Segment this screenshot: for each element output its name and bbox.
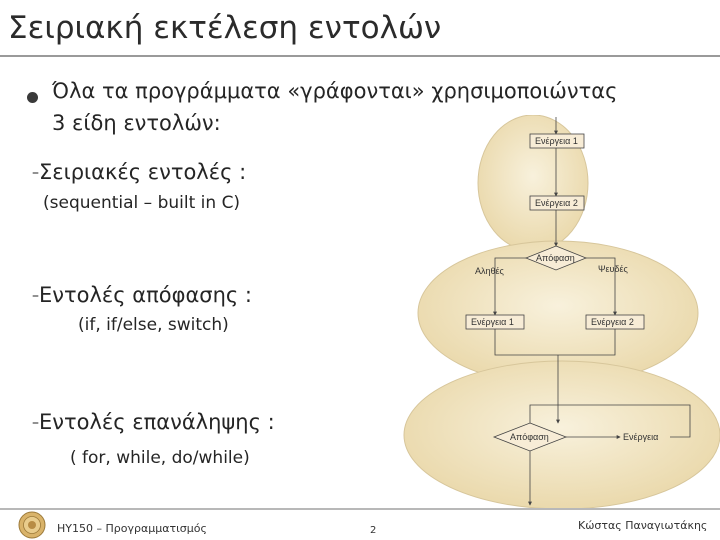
- bullet-text-line1: Όλα τα προγράμματα «γράφονται» χρησιμοπο…: [52, 79, 618, 103]
- dash-icon: –: [32, 288, 39, 304]
- footer-divider: [0, 508, 720, 510]
- subitem-label: Σειριακές εντολές :: [39, 160, 247, 184]
- flow-merge-line: [494, 329, 616, 356]
- selection-action2-label: Ενέργεια 2: [591, 317, 634, 327]
- subitem-sequential: –Σειριακές εντολές :: [32, 160, 246, 184]
- dash-icon: –: [32, 415, 39, 431]
- sequence-action2-box: [529, 195, 585, 211]
- flow-loop-entry: [529, 404, 558, 423]
- subitem-detail: ( for, while, do/while): [70, 448, 250, 468]
- flow-arrow: [586, 257, 617, 316]
- title-divider: [0, 55, 720, 57]
- sequence-action1-label: Ενέργεια 1: [535, 136, 578, 146]
- subitem-label: Εντολές απόφασης :: [39, 283, 252, 307]
- bullet-icon: [27, 92, 38, 103]
- selection-true-label: Αληθές: [475, 266, 505, 276]
- university-seal-icon: [18, 511, 46, 539]
- subitem-detail: (sequential – built in C): [43, 193, 241, 213]
- sequence-action1-box: [529, 133, 585, 149]
- subitem-detail: (if, if/else, switch): [78, 315, 229, 335]
- footer-course: ΗΥ150 – Προγραμματισμός: [57, 522, 207, 535]
- subitem-label: Εντολές επανάληψης :: [39, 410, 275, 434]
- footer-author: Κώστας Παναγιωτάκης: [578, 519, 708, 532]
- flow-loop-back: [558, 404, 691, 438]
- loop-action-label: Ενέργεια: [623, 432, 658, 442]
- selection-decision-diamond: [524, 245, 588, 271]
- selection-false-label: Ψευδές: [598, 264, 628, 274]
- slide-title: Σειριακή εκτέλεση εντολών: [8, 10, 442, 46]
- flowchart-diagram: Ενέργεια 1 Ενέργεια 2 Απόφαση Αληθές Ψευ…: [403, 115, 720, 510]
- dash-icon: –: [32, 165, 39, 181]
- subitem-selection: –Εντολές απόφασης :: [32, 283, 252, 307]
- loop-ellipse: [403, 360, 720, 510]
- bullet-text-line2: 3 είδη εντολών:: [52, 111, 221, 135]
- footer-page-number: 2: [370, 525, 377, 536]
- flow-arrow: [493, 257, 526, 316]
- subitem-repetition: –Εντολές επανάληψης :: [32, 410, 275, 434]
- loop-decision-label: Απόφαση: [510, 432, 549, 442]
- selection-action1-label: Ενέργεια 1: [471, 317, 514, 327]
- selection-decision-label: Απόφαση: [536, 253, 575, 263]
- sequence-action2-label: Ενέργεια 2: [535, 198, 578, 208]
